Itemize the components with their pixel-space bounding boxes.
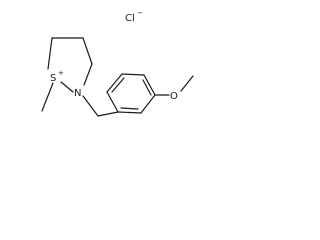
heterocycle-ring [47,37,93,93]
aryl-bond-2 [106,73,123,93]
chemical-structure: Cl − S + N O [41,9,194,117]
ring-bond-s-c1 [47,37,53,70]
sulfonium-charge: + [58,69,64,77]
aryl-bond-1 [106,91,119,113]
chloride-symbol: Cl [125,13,135,24]
oxygen-symbol: O [170,91,178,102]
ch2-aryl-bond [97,111,119,117]
methyl-bond [41,82,54,112]
n-ch2-bond [82,95,99,117]
aryl-double-bond-c [120,107,139,110]
ring-bond-n-s [60,81,74,93]
chloride-ion: Cl − [125,9,143,24]
sulfur-symbol: S [50,73,56,84]
chloride-charge: − [137,9,143,17]
aryl-bond-6 [117,111,142,114]
oxygen-methyl-bond [180,75,194,92]
sulfonium-atom: S + [50,69,64,84]
ring-bond-c3-n [83,63,93,86]
ring-bond-c2-c3 [82,37,93,65]
benzene-ring [106,73,156,114]
aryl-bond-3 [121,73,145,76]
nitrogen-symbol: N [74,88,81,99]
aryl-double-bond-a [111,77,125,93]
aryl-double-bond-b [142,79,152,96]
aryl-bond-4 [143,74,156,96]
aryl-bond-5 [140,94,156,114]
